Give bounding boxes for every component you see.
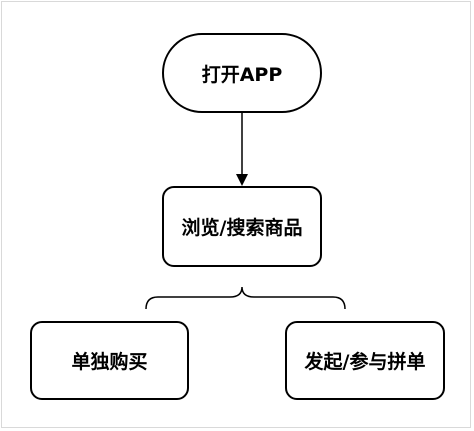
start-node-label: 打开APP [201, 63, 283, 86]
start-node: 打开APP [162, 33, 322, 113]
branch-brace [145, 286, 346, 310]
browse-node-label: 浏览/搜索商品 [181, 217, 303, 239]
arrow-head [236, 174, 248, 186]
browse-node: 浏览/搜索商品 [162, 186, 322, 267]
group-buy-label: 发起/参与拼单 [304, 351, 426, 373]
group-buy-node: 发起/参与拼单 [285, 321, 445, 400]
single-purchase-node: 单独购买 [30, 321, 189, 400]
single-purchase-label: 单独购买 [71, 351, 148, 373]
